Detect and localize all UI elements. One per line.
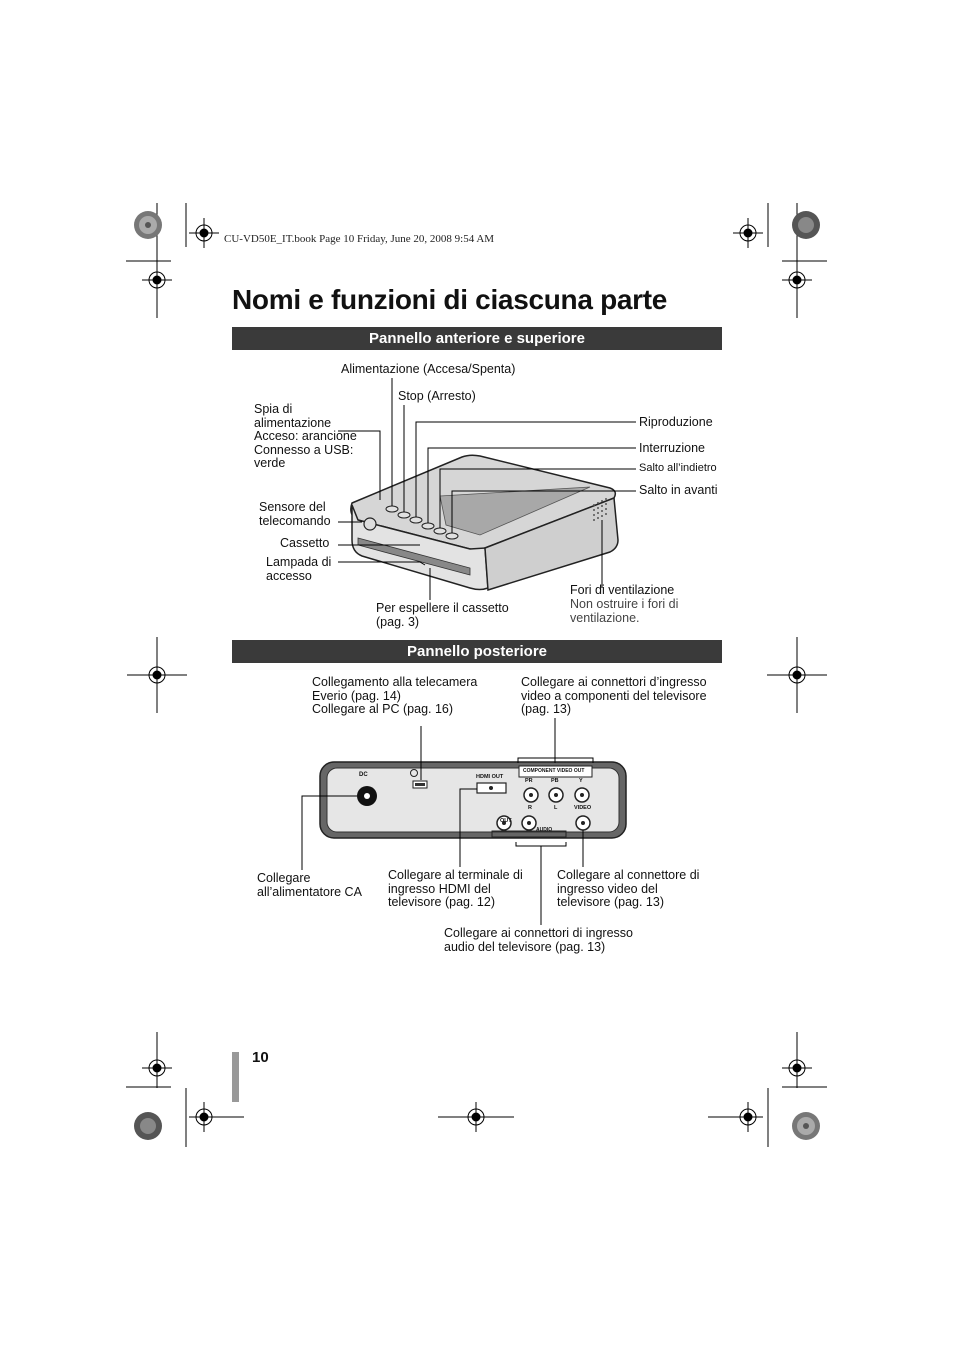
label-access-lamp: Lampada di accesso	[266, 555, 332, 583]
color-swatch-circles	[134, 211, 820, 1140]
mark-pb: PB	[551, 778, 559, 784]
page-number: 10	[252, 1049, 269, 1066]
label-power-lamp: Spia di alimentazione Acceso: arancione …	[254, 402, 357, 470]
label-hdmi: Collegare al terminale di ingresso HDMI …	[388, 868, 523, 909]
section-heading-rear: Pannello posteriore	[232, 640, 722, 663]
label-video: Collegare al connettore di ingresso vide…	[557, 868, 700, 909]
mark-hdmi-out: HDMI OUT	[476, 774, 504, 780]
label-stop-button: Stop (Arresto)	[398, 389, 476, 403]
section-heading-front: Pannello anteriore e superiore	[232, 327, 722, 350]
label-tray: Cassetto	[280, 536, 330, 550]
mark-out: OUT	[500, 818, 512, 824]
registration-target	[142, 1053, 172, 1083]
registration-target	[733, 218, 763, 248]
label-pause-button: Interruzione	[639, 441, 706, 455]
registration-target	[767, 637, 827, 713]
mark-r: R	[528, 805, 532, 811]
registration-target	[189, 1102, 244, 1132]
label-skip-forward: Salto in avanti	[639, 483, 718, 497]
page-number-bar	[232, 1052, 239, 1102]
registration-target	[782, 1053, 812, 1083]
label-dc: Collegare all’alimentatore CA	[257, 871, 362, 899]
label-audio: Collegare ai connettori di ingresso audi…	[444, 926, 633, 954]
registration-target	[127, 637, 187, 713]
label-remote-sensor: Sensore del telecomando	[259, 500, 331, 528]
label-play-button: Riproduzione	[639, 415, 713, 429]
label-skip-back: Salto all’indietro	[639, 462, 717, 474]
registration-target	[189, 218, 219, 248]
label-component: Collegare ai connettori d’ingresso video…	[521, 675, 707, 716]
mark-y: Y	[579, 778, 583, 784]
label-power-button: Alimentazione (Accesa/Spenta)	[341, 362, 516, 376]
mark-dc: DC	[359, 772, 368, 778]
mark-l: L	[554, 805, 558, 811]
mark-pr: PR	[525, 778, 533, 784]
page-title: Nomi e funzioni di ciascuna parte	[232, 284, 668, 315]
registration-target	[708, 1102, 763, 1132]
label-eject-hole: Per espellere il cassetto (pag. 3)	[376, 601, 509, 629]
mark-video: VIDEO	[574, 805, 592, 811]
label-usb: Collegamento alla telecamera Everio (pag…	[312, 675, 478, 716]
label-vent-title: Fori di ventilazione	[570, 583, 675, 597]
mark-audio: AUDIO	[536, 827, 553, 833]
registration-target	[142, 265, 172, 295]
print-header: CU-VD50E_IT.book Page 10 Friday, June 20…	[224, 233, 495, 245]
label-vent-note: Non ostruire i fori di ventilazione.	[570, 597, 679, 625]
mark-component-out: COMPONENT VIDEO OUT	[523, 768, 585, 774]
registration-target	[438, 1102, 514, 1132]
registration-target	[782, 265, 812, 295]
